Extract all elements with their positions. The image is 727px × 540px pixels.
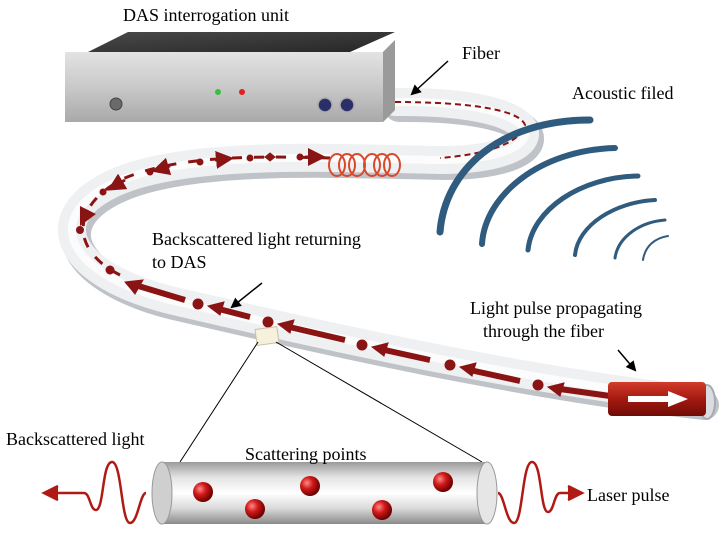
scattering-inset-tube	[151, 461, 498, 525]
pulse-label-line2: through the fiber	[483, 321, 604, 341]
das-interrogation-unit	[65, 32, 395, 122]
acoustic-field-label: Acoustic filed	[572, 83, 674, 103]
connector-port-2	[339, 97, 355, 113]
scattering-point	[372, 500, 392, 520]
acoustic-field-waves	[436, 116, 669, 261]
fiber-pointer-arrow	[410, 60, 449, 96]
backscattered-returning-label-line1: Backscattered light returning	[152, 229, 361, 249]
connector-port-1	[317, 97, 333, 113]
light-pulse	[608, 382, 706, 416]
backscattered-light-label: Backscattered light	[6, 429, 145, 449]
backscattered-wave	[41, 460, 147, 525]
scattering-point	[193, 482, 213, 502]
backscatter-pointer-arrow	[230, 282, 263, 309]
pulse-pointer-arrow	[617, 349, 637, 372]
laser-pulse-wave	[497, 460, 585, 525]
scattering-point	[245, 499, 265, 519]
led-green	[215, 89, 221, 95]
led-red	[239, 89, 245, 95]
fiber-coil-icon	[328, 153, 401, 177]
power-port-icon	[109, 97, 123, 111]
zoom-line-right	[275, 341, 483, 463]
backscatter-signal-trail	[76, 101, 611, 399]
scattering-point	[300, 476, 320, 496]
zoom-line-left	[179, 341, 259, 463]
pulse-label-line1: Light pulse propagating	[470, 298, 642, 318]
backscattered-returning-label-line2: to DAS	[152, 252, 207, 272]
fiber-label: Fiber	[462, 43, 500, 63]
scattering-points-label: Scattering points	[245, 444, 367, 464]
laser-pulse-label: Laser pulse	[587, 485, 670, 505]
scattering-point-marker	[254, 325, 280, 347]
scattering-point	[433, 472, 453, 492]
interrogation-unit-label: DAS interrogation unit	[123, 5, 289, 25]
